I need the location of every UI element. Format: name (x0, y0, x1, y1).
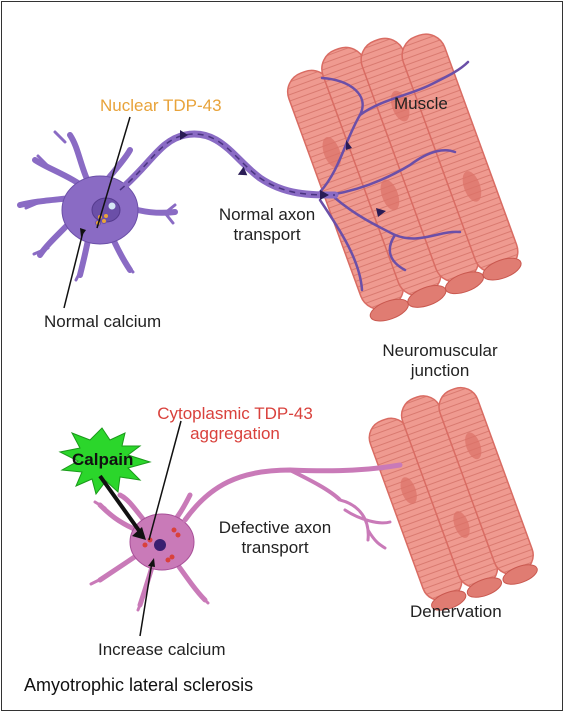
denervation-label: Denervation (410, 602, 502, 621)
nuclear-tdp43-pointer (96, 116, 131, 229)
normal-calcium-pointer (63, 231, 84, 309)
cyto-tdp43-line2: aggregation (190, 424, 280, 443)
cyto-tdp43-label: Cytoplasmic TDP-43 aggregation (140, 404, 330, 444)
nerve-terminal-branches (318, 60, 470, 292)
figure-caption: Amyotrophic lateral sclerosis (24, 675, 254, 695)
nuclear-tdp43-label: Nuclear TDP-43 (100, 96, 222, 115)
normal-axon-transport-line1: Normal axon (218, 205, 316, 224)
nmj-line1: Neuromuscular (382, 341, 498, 360)
calpain-arrow (98, 474, 142, 534)
normal-axon-transport-label: Normal axon transport (212, 205, 322, 245)
healthy-neuron (17, 130, 386, 282)
neuromuscular-junction-label: Neuromuscular junction (370, 341, 510, 381)
normal-calcium-label: Normal calcium (44, 312, 162, 331)
defective-axon-line2: transport (241, 538, 309, 557)
diseased-neuron (89, 462, 403, 612)
normal-axon-transport-line2: transport (233, 225, 301, 244)
cyto-tdp43-pointer (148, 420, 182, 541)
nmj-line2: junction (410, 361, 470, 380)
increase-calcium-pointer (139, 561, 153, 637)
denervated-muscle-bundle (368, 386, 538, 611)
defective-axon-transport-label: Defective axon transport (210, 518, 340, 558)
increase-calcium-label: Increase calcium (98, 640, 226, 659)
defective-axon-line1: Defective axon (218, 518, 332, 537)
cyto-tdp43-line1: Cytoplasmic TDP-43 (157, 404, 313, 423)
calpain-label: Calpain (72, 450, 134, 469)
muscle-label: Muscle (394, 94, 448, 113)
